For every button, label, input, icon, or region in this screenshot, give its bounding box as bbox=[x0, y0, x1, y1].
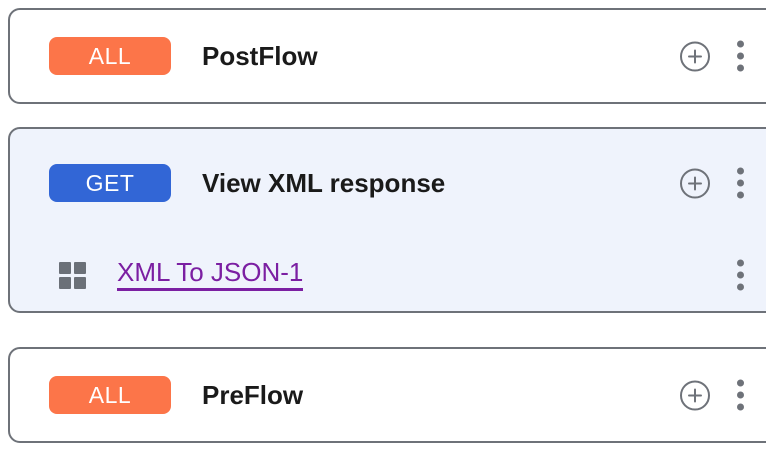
kebab-dot bbox=[736, 179, 744, 187]
plus-circle-icon[interactable] bbox=[680, 168, 710, 198]
kebab-dot bbox=[736, 191, 744, 199]
kebab-menu-icon[interactable] bbox=[736, 40, 744, 72]
plus-circle-icon[interactable] bbox=[680, 41, 710, 71]
policy-link-xml-to-json-1[interactable]: XML To JSON-1 bbox=[117, 258, 304, 292]
kebab-menu-icon[interactable] bbox=[736, 259, 744, 291]
kebab-dot bbox=[736, 391, 744, 399]
kebab-dot bbox=[736, 379, 744, 387]
flow-name-postflow: PostFlow bbox=[202, 40, 318, 71]
grid-square bbox=[74, 276, 86, 289]
kebab-dot bbox=[736, 167, 744, 175]
flow-row-view-xml-response[interactable]: GET View XML response bbox=[10, 129, 766, 237]
policy-row-xml-to-json-1[interactable]: XML To JSON-1 bbox=[10, 237, 766, 313]
grid-square bbox=[74, 261, 86, 274]
policy-row-actions-xml-to-json-1 bbox=[736, 259, 744, 291]
flow-card-preflow[interactable]: ALL PreFlow bbox=[8, 347, 766, 443]
method-badge-all: ALL bbox=[49, 376, 171, 414]
flow-row-preflow[interactable]: ALL PreFlow bbox=[10, 349, 766, 441]
flow-row-actions-preflow bbox=[680, 379, 744, 411]
plus-circle-icon[interactable] bbox=[680, 380, 710, 410]
kebab-menu-icon[interactable] bbox=[736, 379, 744, 411]
kebab-dot bbox=[736, 64, 744, 72]
grid-policy-icon bbox=[59, 261, 86, 289]
flow-card-view-xml-response[interactable]: GET View XML response XML To JSON-1 bbox=[8, 127, 766, 313]
flow-row-actions-postflow bbox=[680, 40, 744, 72]
flow-card-postflow[interactable]: ALL PostFlow bbox=[8, 8, 766, 104]
kebab-dot bbox=[736, 52, 744, 60]
method-badge-get: GET bbox=[49, 164, 171, 202]
grid-square bbox=[59, 276, 71, 289]
flow-name-view-xml-response: View XML response bbox=[202, 167, 446, 198]
grid-square bbox=[59, 261, 71, 274]
kebab-dot bbox=[736, 403, 744, 411]
kebab-dot bbox=[736, 283, 744, 291]
kebab-menu-icon[interactable] bbox=[736, 167, 744, 199]
flow-row-postflow[interactable]: ALL PostFlow bbox=[10, 10, 766, 102]
flow-row-actions-view-xml-response bbox=[680, 167, 744, 199]
kebab-dot bbox=[736, 271, 744, 279]
method-badge-all: ALL bbox=[49, 37, 171, 75]
kebab-dot bbox=[736, 40, 744, 48]
flow-name-preflow: PreFlow bbox=[202, 379, 304, 410]
kebab-dot bbox=[736, 259, 744, 267]
